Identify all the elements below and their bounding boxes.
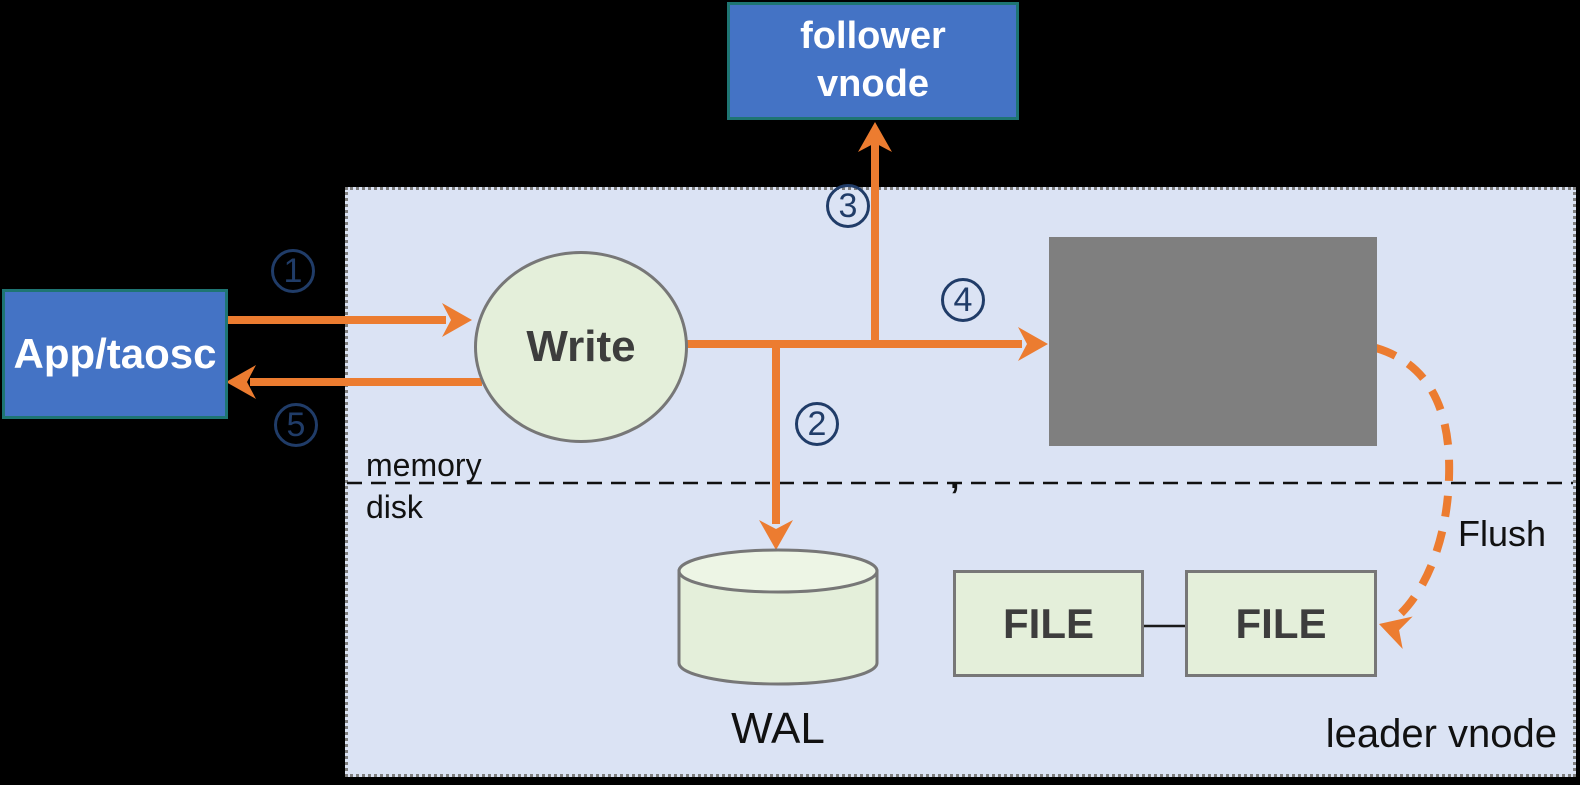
memtable-grid-cell bbox=[1105, 314, 1159, 317]
arrow-app-to-write-head bbox=[442, 303, 472, 337]
memtable-grid-cell bbox=[1267, 314, 1321, 317]
flush-label: Flush bbox=[1458, 513, 1547, 554]
memtable-grid-cell bbox=[1105, 366, 1159, 369]
flush-arrow bbox=[1374, 344, 1454, 622]
memtable-grid-cell bbox=[1321, 314, 1375, 317]
follower-vnode-box: follower vnode bbox=[727, 2, 1019, 120]
memtable-grid-cell bbox=[1159, 263, 1213, 266]
wal-cylinder-body bbox=[677, 569, 879, 686]
memtable-grid-cell bbox=[1213, 314, 1267, 317]
memtable-grid-cell bbox=[1213, 417, 1267, 420]
memtable-grid bbox=[1049, 237, 1377, 446]
memtable-grid-cell bbox=[1321, 366, 1375, 369]
step-badge-5: 5 bbox=[274, 403, 318, 447]
memtable-grid-cell bbox=[1321, 417, 1375, 420]
memtable-grid-cell bbox=[1267, 366, 1321, 369]
memtable-grid-cell bbox=[1051, 263, 1105, 266]
memtable-grid-cell bbox=[1159, 417, 1213, 420]
memory-label: memory bbox=[366, 447, 482, 483]
flush-arrow-head bbox=[1379, 616, 1413, 650]
arrow-to-wal-head bbox=[759, 520, 793, 550]
memtable-grid-cell bbox=[1213, 366, 1267, 369]
leader-vnode-label: leader vnode bbox=[1325, 712, 1557, 756]
memtable-grid-cell bbox=[1159, 314, 1213, 317]
file-2-label: FILE bbox=[1235, 599, 1327, 647]
memtable-grid-cell bbox=[1213, 263, 1267, 266]
app-taosc-label: App/taosc bbox=[13, 330, 217, 377]
memtable-grid-cell bbox=[1051, 314, 1105, 317]
memtable-grid-cell bbox=[1159, 366, 1213, 369]
wal-cylinder-top bbox=[677, 548, 879, 594]
write-label: Write bbox=[526, 322, 636, 371]
memtable-grid-cell bbox=[1321, 263, 1375, 266]
memtable-grid-cell bbox=[1051, 366, 1105, 369]
disk-label: disk bbox=[366, 489, 423, 525]
wal-label: WAL bbox=[731, 704, 825, 753]
arrow-to-follower-head bbox=[858, 122, 892, 152]
step-badge-1: 1 bbox=[271, 249, 315, 293]
memtable-grid-cell bbox=[1105, 417, 1159, 420]
write-circle: Write bbox=[474, 251, 688, 443]
memtable-grid-cell bbox=[1267, 417, 1321, 420]
memtable-grid-cell bbox=[1267, 263, 1321, 266]
memtable-grid-cell bbox=[1105, 263, 1159, 266]
file-box-1: FILE bbox=[953, 570, 1144, 677]
step-badge-4: 4 bbox=[941, 278, 985, 322]
follower-vnode-label: follower vnode bbox=[800, 15, 946, 105]
app-taosc-box: App/taosc bbox=[2, 289, 228, 419]
arrow-write-to-app-head bbox=[226, 365, 256, 399]
step-badge-3: 3 bbox=[826, 184, 870, 228]
memtable-grid-cell bbox=[1051, 417, 1105, 420]
file-1-label: FILE bbox=[1003, 599, 1094, 647]
wal-cylinder bbox=[677, 548, 879, 686]
file-box-2: FILE bbox=[1185, 570, 1377, 677]
step-badge-2: 2 bbox=[795, 402, 839, 446]
arrow-write-to-grid-head bbox=[1018, 327, 1048, 361]
stray-comma-mark: , bbox=[950, 458, 960, 496]
